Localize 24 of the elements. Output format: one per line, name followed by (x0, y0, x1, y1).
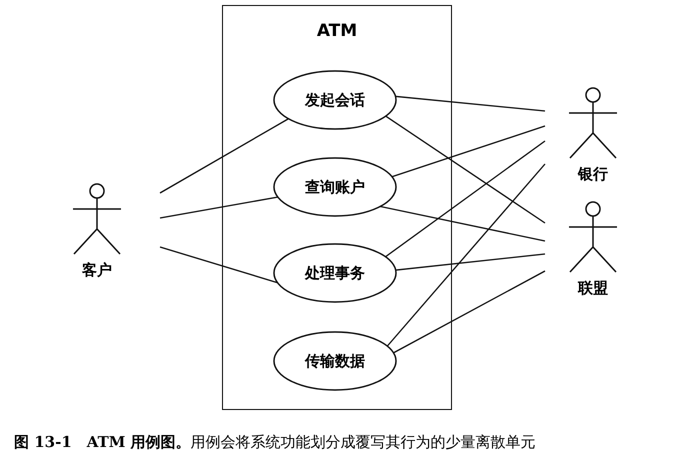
association-line (392, 270, 546, 354)
use-case-label: 处理事务 (304, 263, 366, 283)
association-line (392, 125, 546, 178)
use-case-label: 发起会话 (304, 90, 366, 110)
use-case-ellipse (273, 243, 397, 303)
actor-label: 联盟 (576, 278, 609, 298)
association-line (160, 246, 278, 284)
association-line (160, 196, 278, 219)
use-case-ellipse (273, 331, 397, 391)
association-line (160, 118, 290, 194)
figure-caption: 图 13-1 ATM 用例图。用例会将系统功能划分成覆写其行为的少量离散单元 (14, 432, 536, 452)
association-line (384, 114, 546, 224)
association-line (386, 164, 546, 346)
use-case-ellipse (273, 70, 397, 130)
association-line (394, 96, 546, 112)
use-case-label: 查询账户 (304, 177, 366, 197)
actor-label: 客户 (81, 260, 113, 280)
association-line (385, 140, 546, 258)
system-boundary (222, 5, 452, 410)
use-case-ellipse (273, 157, 397, 217)
actor-label: 银行 (576, 164, 609, 184)
association-line (394, 253, 546, 271)
system-title: ATM (316, 20, 358, 42)
use-case-label: 传输数据 (304, 351, 366, 371)
